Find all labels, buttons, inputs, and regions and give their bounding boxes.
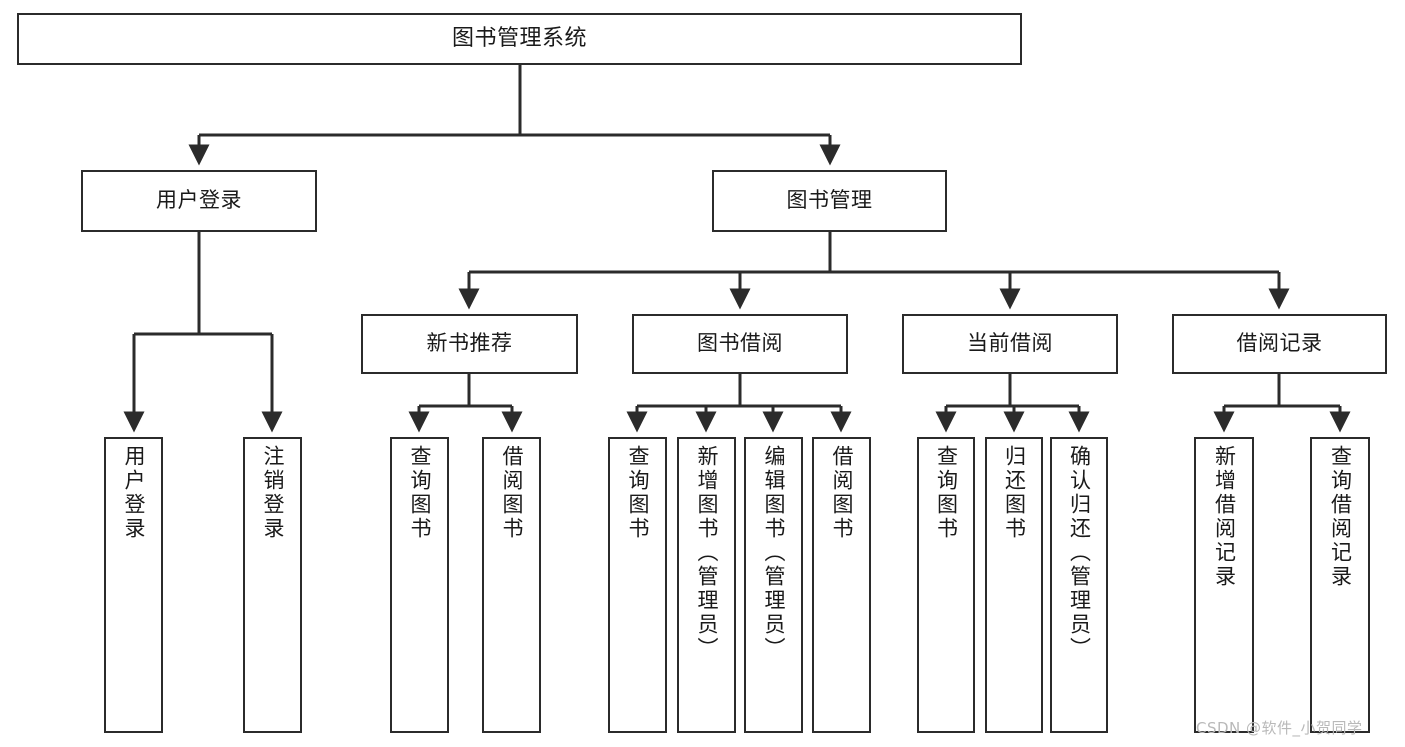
leaf-leaf-return-book[interactable]: 归还图书 — [985, 437, 1043, 733]
leaf-leaf-query-book-3[interactable]: 查询图书 — [917, 437, 975, 733]
node-label: 用户登录 — [156, 188, 242, 213]
node-label: 查询图书 — [626, 445, 650, 541]
node-label: 编辑图书（管理员） — [762, 445, 786, 661]
leaf-leaf-add-record[interactable]: 新增借阅记录 — [1194, 437, 1254, 733]
leaf-leaf-query-book-2[interactable]: 查询图书 — [608, 437, 667, 733]
node-label: 当前借阅 — [967, 331, 1053, 356]
node-borrow-record[interactable]: 借阅记录 — [1172, 314, 1387, 374]
node-book-borrow[interactable]: 图书借阅 — [632, 314, 848, 374]
node-label: 归还图书 — [1002, 445, 1027, 541]
node-book-manage[interactable]: 图书管理 — [712, 170, 947, 232]
node-label: 借阅记录 — [1236, 331, 1323, 356]
node-label: 借阅图书 — [500, 445, 524, 541]
node-current-borrow[interactable]: 当前借阅 — [902, 314, 1118, 374]
node-label: 确认归还（管理员） — [1067, 445, 1092, 661]
leaf-leaf-confirm-return[interactable]: 确认归还（管理员） — [1050, 437, 1108, 733]
node-label: 新增借阅记录 — [1212, 445, 1237, 589]
node-label: 查询图书 — [934, 445, 959, 541]
node-label: 图书管理 — [786, 188, 873, 213]
leaf-leaf-add-book[interactable]: 新增图书（管理员） — [677, 437, 736, 733]
leaf-leaf-user-logout[interactable]: 注销登录 — [243, 437, 302, 733]
node-root[interactable]: 图书管理系统 — [17, 13, 1022, 65]
node-label: 图书借阅 — [697, 331, 783, 356]
node-label: 注销登录 — [261, 445, 285, 541]
leaf-leaf-edit-book[interactable]: 编辑图书（管理员） — [744, 437, 803, 733]
node-label: 借阅图书 — [830, 445, 854, 541]
leaf-leaf-borrow-book-2[interactable]: 借阅图书 — [812, 437, 871, 733]
node-new-book-rec[interactable]: 新书推荐 — [361, 314, 578, 374]
node-label: 查询图书 — [408, 445, 432, 541]
node-label: 图书管理系统 — [451, 25, 587, 51]
node-user-login[interactable]: 用户登录 — [81, 170, 317, 232]
node-label: 新增图书（管理员） — [695, 445, 719, 661]
leaf-leaf-user-login[interactable]: 用户登录 — [104, 437, 163, 733]
leaf-leaf-query-record[interactable]: 查询借阅记录 — [1310, 437, 1370, 733]
leaf-leaf-query-book-1[interactable]: 查询图书 — [390, 437, 449, 733]
csdn-watermark: CSDN @软件_小贺同学 — [1196, 719, 1363, 737]
leaf-leaf-borrow-book-1[interactable]: 借阅图书 — [482, 437, 541, 733]
node-label: 新书推荐 — [426, 331, 513, 356]
node-label: 查询借阅记录 — [1328, 445, 1353, 589]
node-label: 用户登录 — [122, 445, 146, 541]
